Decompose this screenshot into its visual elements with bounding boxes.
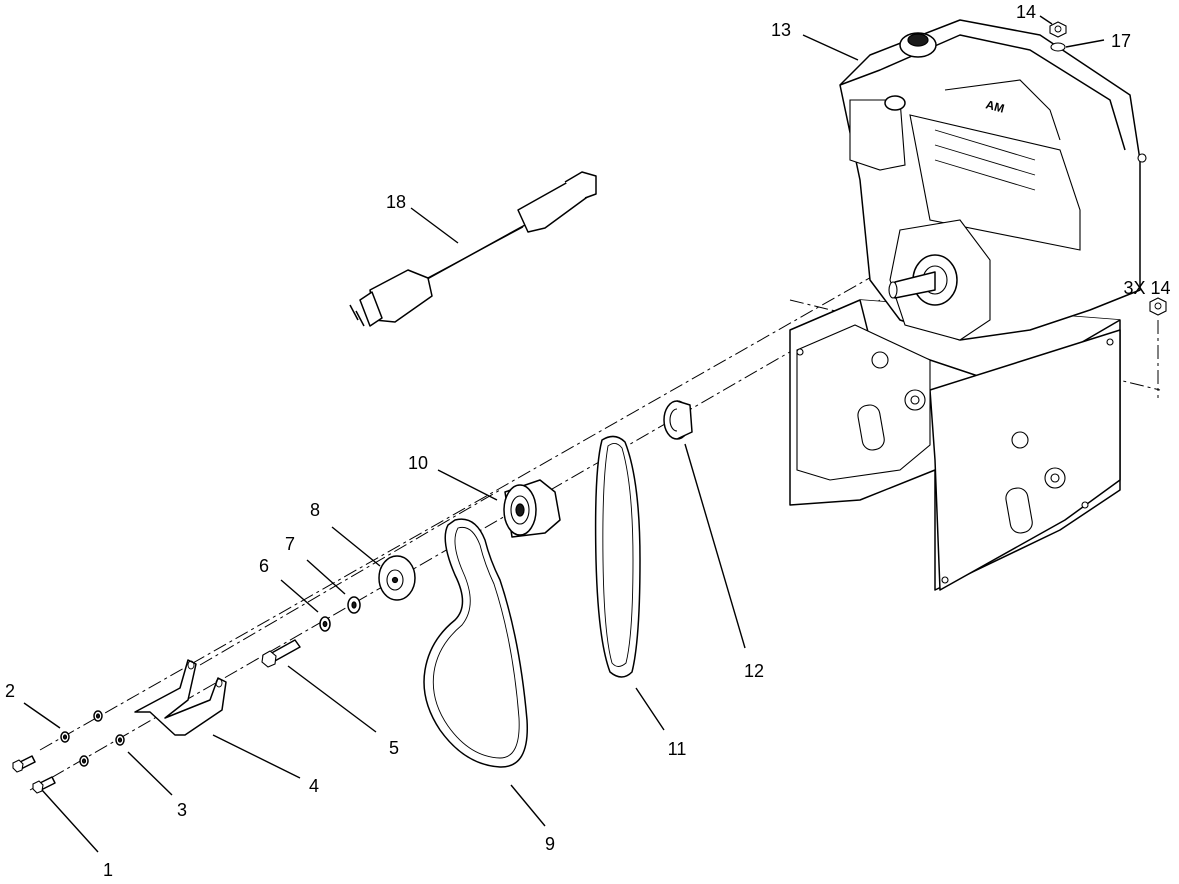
bolt-1-upper (12, 755, 36, 773)
callout-6: 6 (259, 556, 269, 576)
callout-12: 12 (744, 661, 764, 681)
callout-8: 8 (310, 500, 320, 520)
mounting-frame (789, 299, 1121, 591)
top-nut-and-washer (1049, 21, 1067, 52)
callout-3x-14: 3X 14 (1123, 278, 1170, 298)
callout-10: 10 (408, 453, 428, 473)
bolt-1-lower (32, 776, 56, 794)
callout-5: 5 (389, 738, 399, 758)
belt-9 (423, 518, 529, 768)
engine-assembly: AM (839, 19, 1147, 341)
washer-3-upper (115, 734, 125, 746)
idler-12 (663, 400, 693, 440)
frame-nut (1149, 297, 1167, 316)
callout-3: 3 (177, 800, 187, 820)
washer-6 (319, 616, 331, 632)
leader-lines (23, 15, 1105, 853)
callout-2: 2 (5, 681, 15, 701)
belt-11 (594, 435, 641, 678)
callout-18: 18 (386, 192, 406, 212)
bracket-4 (134, 659, 227, 736)
callout-7: 7 (285, 534, 295, 554)
extension-cord (349, 171, 597, 327)
callouts: 1 2 3 4 5 6 7 8 9 10 11 12 13 14 3X 14 1… (5, 2, 1171, 880)
shoulder-bolt-5 (261, 639, 301, 668)
washer-3-lower (79, 755, 89, 767)
callout-17: 17 (1111, 31, 1131, 51)
spacer-7 (347, 596, 361, 614)
engine-brand-mark: AM (984, 97, 1006, 115)
callout-4: 4 (309, 776, 319, 796)
callout-14-top: 14 (1016, 2, 1036, 22)
callout-11: 11 (668, 739, 687, 759)
washer-2-lower (60, 731, 70, 743)
pulley-10 (503, 479, 561, 538)
callout-1: 1 (103, 860, 113, 880)
callout-9: 9 (545, 834, 555, 854)
idler-pulley-8 (378, 555, 416, 601)
callout-13: 13 (771, 20, 791, 40)
washer-2-upper (93, 710, 103, 722)
